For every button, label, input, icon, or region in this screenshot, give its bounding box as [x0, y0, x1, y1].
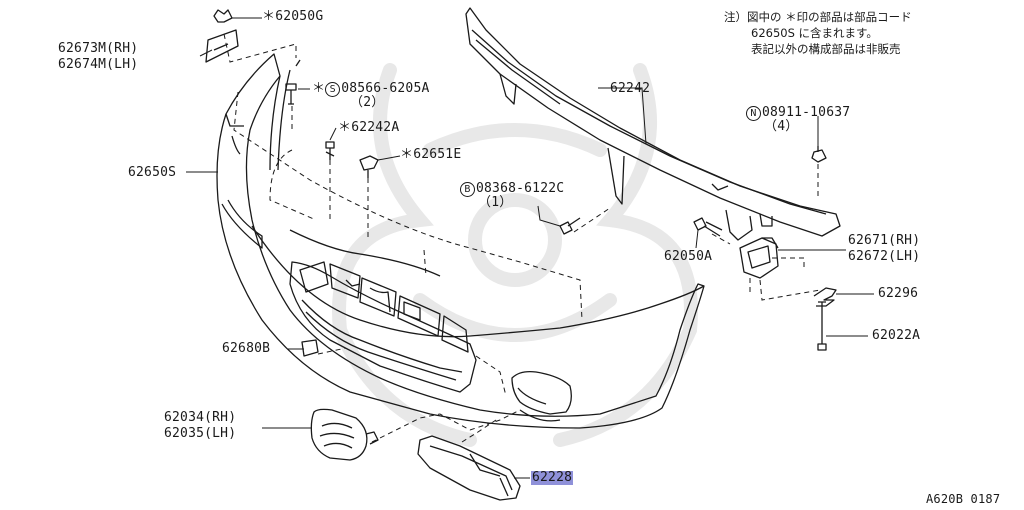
leader-line	[199, 49, 213, 57]
reinforcement-beam	[465, 7, 841, 241]
assembly-line	[573, 207, 611, 233]
assembly-line	[269, 106, 317, 221]
side-bracket	[739, 237, 779, 279]
bolt-62242a	[325, 141, 335, 160]
label-08911-qty: （4）	[764, 119, 799, 134]
note: 注）図中の ＊印の部品は部品コード 62650S に含まれます。 表記以外の構成…	[724, 9, 912, 57]
assembly-line	[475, 355, 507, 397]
label-08368-qty: （1）	[478, 195, 513, 210]
bracket-62673m	[205, 29, 239, 63]
circle-s-icon: S	[325, 82, 341, 97]
clip-62651e	[359, 155, 379, 178]
assembly-line	[711, 233, 731, 245]
leader-line	[377, 155, 401, 161]
label-08566-qty: （2）	[350, 95, 385, 110]
bolt-62022a	[817, 301, 827, 351]
assembly-line	[233, 91, 583, 321]
leader-line	[695, 229, 699, 249]
label-62674m: 62674M(LH)	[58, 57, 139, 72]
leader-line	[537, 205, 561, 227]
note-line: 62650S に含まれます。	[751, 26, 878, 40]
label-62673m: 62673M(RH)	[58, 41, 139, 56]
leader-line	[329, 127, 337, 141]
label-62035: 62035(LH)	[164, 426, 237, 441]
label-62650s: 62650S	[128, 165, 177, 180]
label-62242a: ＊62242A	[338, 120, 400, 135]
fog-lamp-recess	[511, 370, 572, 422]
label-62228[interactable]: 62228	[531, 470, 574, 485]
circle-b-icon: B	[460, 182, 475, 197]
bumper-fascia	[216, 53, 705, 429]
label-62034: 62034(RH)	[164, 410, 237, 425]
part-number: 08911-10637	[762, 105, 851, 120]
assembly-line	[759, 279, 821, 301]
assembly-line	[317, 347, 347, 355]
assembly-line	[749, 257, 805, 296]
bumper-grille	[289, 261, 477, 393]
screw-08566	[285, 83, 297, 105]
assembly-line	[423, 249, 427, 277]
leader-line	[598, 87, 647, 145]
bolt-62050a	[693, 217, 723, 237]
clip-62050g	[213, 9, 233, 23]
bolt-08911	[811, 146, 827, 163]
label-62680b: 62680B	[222, 341, 271, 356]
part-number: 08368-6122C	[476, 181, 565, 196]
label-62050a: 62050A	[664, 249, 713, 264]
bolt-08368	[559, 217, 581, 235]
side-marker-lamp	[310, 408, 379, 461]
asterisk: ＊	[312, 81, 326, 96]
assembly-line	[371, 409, 521, 443]
part-number: 08566-6205A	[341, 81, 430, 96]
label-62671: 62671(RH)	[848, 233, 921, 248]
label-62242: 62242	[610, 81, 651, 96]
label-62050g: ＊62050G	[262, 9, 324, 24]
diagram-reference: A620B 0187	[926, 492, 1001, 506]
label-62651e: ＊62651E	[400, 147, 462, 162]
circle-n-icon: N	[746, 106, 761, 121]
assembly-line	[461, 419, 497, 443]
label-62672: 62672(LH)	[848, 249, 921, 264]
label-62022a: 62022A	[872, 328, 921, 343]
clip	[813, 287, 837, 307]
note-line: 表記以外の構成部品は非販売	[751, 42, 901, 56]
clip-62680b	[301, 339, 319, 357]
lower-lamp	[417, 435, 521, 501]
note-line: 注）図中の ＊印の部品は部品コード	[724, 10, 912, 24]
label-62296: 62296	[878, 286, 919, 301]
